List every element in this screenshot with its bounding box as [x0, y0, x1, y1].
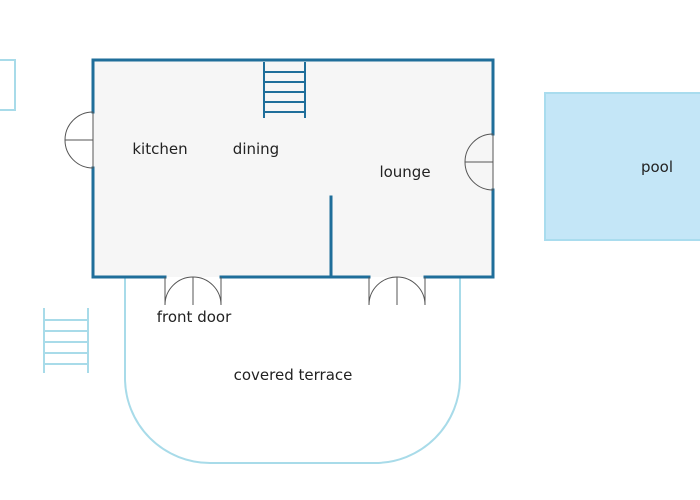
front-door[interactable]: [164, 276, 222, 306]
lounge-label: lounge: [379, 163, 430, 181]
dining-label: dining: [233, 140, 279, 158]
terrace-door[interactable]: [368, 276, 426, 306]
house-walls: [91, 58, 495, 279]
pool: [544, 92, 700, 241]
offscreen-structure: [0, 59, 16, 111]
indoor-stairs: [263, 62, 306, 118]
front-door-label: front door: [157, 308, 232, 326]
lounge-side-door[interactable]: [464, 133, 494, 191]
house-floor: [93, 60, 493, 277]
covered-terrace-outline: [124, 278, 461, 464]
outdoor-stairs: [43, 308, 89, 373]
pool-label: pool: [641, 158, 673, 176]
kitchen-label: kitchen: [132, 140, 187, 158]
kitchen-side-door[interactable]: [64, 111, 94, 169]
covered-terrace-label: covered terrace: [234, 366, 353, 384]
